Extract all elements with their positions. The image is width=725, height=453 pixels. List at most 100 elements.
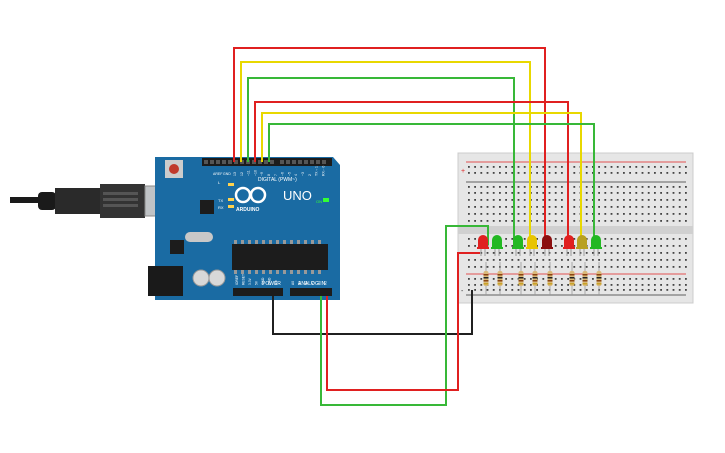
hole[interactable] xyxy=(505,172,507,174)
hole[interactable] xyxy=(492,252,495,254)
hole[interactable] xyxy=(511,259,514,261)
hole[interactable] xyxy=(672,186,675,188)
hole[interactable] xyxy=(610,238,613,240)
hole[interactable] xyxy=(654,220,656,222)
hole[interactable] xyxy=(523,238,526,240)
hole[interactable] xyxy=(567,259,569,261)
hole[interactable] xyxy=(585,252,588,254)
hole[interactable] xyxy=(629,284,631,286)
hole[interactable] xyxy=(672,278,675,280)
hole[interactable] xyxy=(554,252,557,254)
hole[interactable] xyxy=(592,259,594,261)
hole[interactable] xyxy=(567,278,569,280)
hole[interactable] xyxy=(629,199,631,201)
hole[interactable] xyxy=(623,252,625,254)
hole[interactable] xyxy=(672,166,675,168)
hole[interactable] xyxy=(530,259,532,261)
hole[interactable] xyxy=(536,238,538,240)
hole[interactable] xyxy=(660,166,662,168)
hole[interactable] xyxy=(548,166,551,168)
hole[interactable] xyxy=(592,220,594,222)
hole[interactable] xyxy=(505,206,507,208)
hole[interactable] xyxy=(678,192,681,194)
hole[interactable] xyxy=(678,186,681,188)
hole[interactable] xyxy=(647,284,650,286)
hole[interactable] xyxy=(554,206,557,208)
hole[interactable] xyxy=(468,213,470,215)
hole[interactable] xyxy=(474,206,476,208)
hole[interactable] xyxy=(468,172,470,174)
hole[interactable] xyxy=(647,259,650,261)
hole[interactable] xyxy=(678,266,681,268)
hole[interactable] xyxy=(654,245,656,247)
hole[interactable] xyxy=(480,278,483,280)
hole[interactable] xyxy=(623,186,625,188)
hole[interactable] xyxy=(492,186,495,188)
hole[interactable] xyxy=(604,186,607,188)
hole[interactable] xyxy=(468,238,470,240)
hole[interactable] xyxy=(647,220,650,222)
green-led-2[interactable] xyxy=(512,235,524,256)
hole[interactable] xyxy=(492,213,495,215)
hole[interactable] xyxy=(561,166,563,168)
hole[interactable] xyxy=(641,186,644,188)
hole[interactable] xyxy=(604,289,607,291)
hole[interactable] xyxy=(474,245,476,247)
hole[interactable] xyxy=(598,252,600,254)
hole[interactable] xyxy=(610,192,613,194)
hole[interactable] xyxy=(623,220,625,222)
hole[interactable] xyxy=(654,238,656,240)
hole[interactable] xyxy=(604,220,607,222)
hole[interactable] xyxy=(523,172,526,174)
hole[interactable] xyxy=(523,259,526,261)
dark-red-led-1[interactable] xyxy=(541,235,553,256)
hole[interactable] xyxy=(678,252,681,254)
hole[interactable] xyxy=(542,284,545,286)
hole[interactable] xyxy=(685,213,687,215)
hole[interactable] xyxy=(666,252,669,254)
hole[interactable] xyxy=(672,206,675,208)
hole[interactable] xyxy=(542,213,545,215)
hole[interactable] xyxy=(678,289,681,291)
hole[interactable] xyxy=(573,220,576,222)
hole[interactable] xyxy=(536,289,538,291)
hole[interactable] xyxy=(610,213,613,215)
hole[interactable] xyxy=(486,166,489,168)
hole[interactable] xyxy=(610,220,613,222)
hole[interactable] xyxy=(654,284,656,286)
hole[interactable] xyxy=(474,172,476,174)
hole[interactable] xyxy=(647,206,650,208)
resistor[interactable] xyxy=(547,262,553,295)
hole[interactable] xyxy=(548,206,551,208)
hole[interactable] xyxy=(629,166,631,168)
hole[interactable] xyxy=(505,192,507,194)
hole[interactable] xyxy=(623,166,625,168)
hole[interactable] xyxy=(492,166,495,168)
hole[interactable] xyxy=(678,220,681,222)
hole[interactable] xyxy=(542,220,545,222)
hole[interactable] xyxy=(573,192,576,194)
hole[interactable] xyxy=(647,289,650,291)
power-header[interactable] xyxy=(233,288,283,296)
hole[interactable] xyxy=(548,213,551,215)
hole[interactable] xyxy=(474,284,476,286)
hole[interactable] xyxy=(536,206,538,208)
hole[interactable] xyxy=(641,172,644,174)
wire-red-outer[interactable] xyxy=(233,47,546,246)
hole[interactable] xyxy=(598,259,600,261)
hole[interactable] xyxy=(468,166,470,168)
hole[interactable] xyxy=(548,199,551,201)
hole[interactable] xyxy=(499,172,501,174)
hole[interactable] xyxy=(641,289,644,291)
hole[interactable] xyxy=(629,213,631,215)
hole[interactable] xyxy=(517,284,520,286)
hole[interactable] xyxy=(610,284,613,286)
hole[interactable] xyxy=(548,266,551,268)
hole[interactable] xyxy=(579,278,582,280)
arduino-uno-board[interactable]: ARDUINO UNO DIGITAL (PWM~) POWER ANALOG … xyxy=(148,157,340,300)
hole[interactable] xyxy=(505,266,507,268)
hole[interactable] xyxy=(623,259,625,261)
hole[interactable] xyxy=(585,172,588,174)
hole[interactable] xyxy=(573,206,576,208)
hole[interactable] xyxy=(666,199,669,201)
